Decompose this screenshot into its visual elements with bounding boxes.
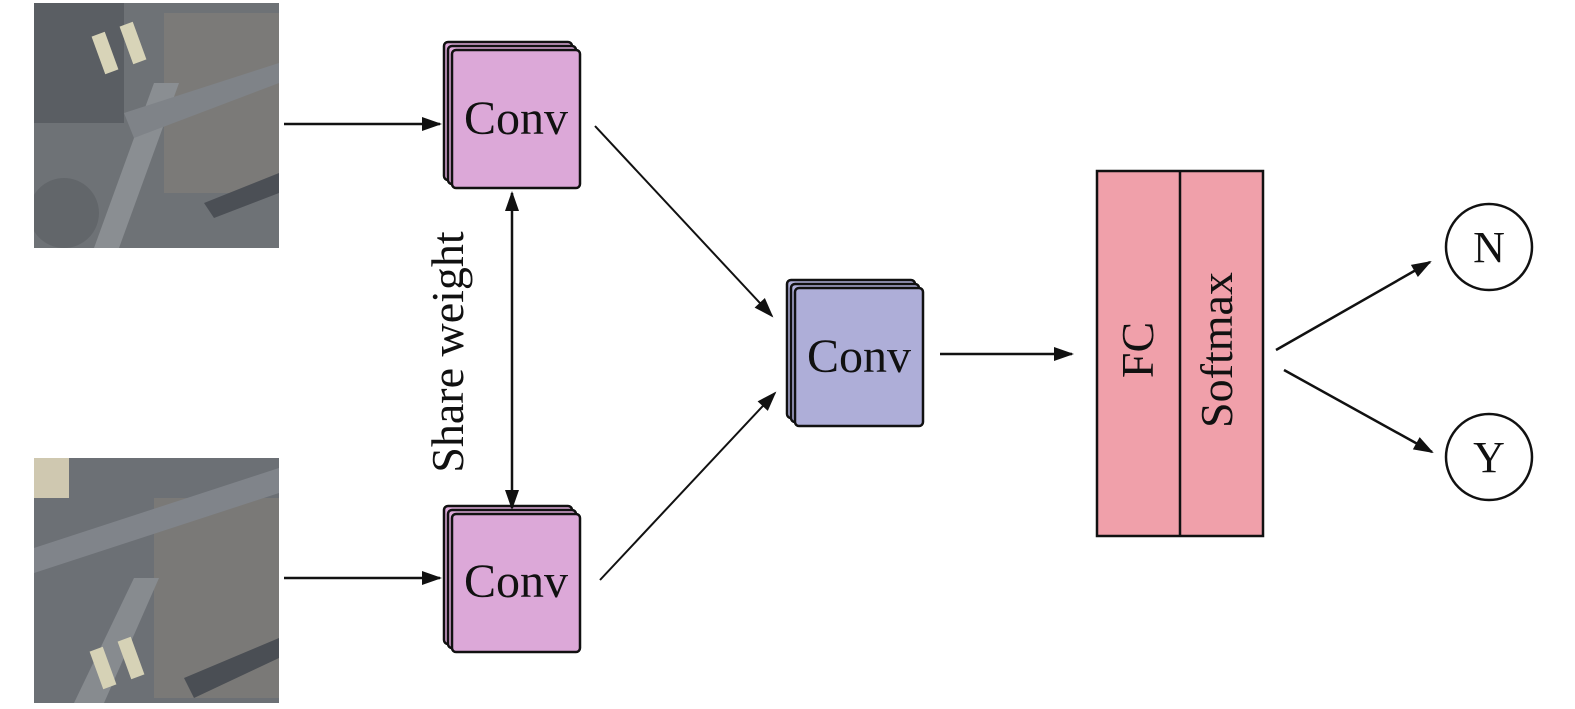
conv-merge-label: Conv: [807, 330, 911, 383]
input-image-bottom: [34, 458, 279, 703]
softmax-label: Softmax: [1191, 272, 1242, 428]
conv-merge-block: Conv: [785, 278, 925, 428]
conv-top-label: Conv: [464, 92, 568, 145]
output-node-n: N: [1444, 202, 1534, 292]
conv-bottom-block: Conv: [442, 504, 582, 654]
fc-label: FC: [1112, 322, 1163, 378]
output-y-label: Y: [1473, 433, 1505, 482]
conv-top-block: Conv: [442, 40, 582, 190]
arrow-to-n: [1275, 260, 1432, 352]
output-node-y: Y: [1444, 412, 1534, 502]
conv-bottom-label: Conv: [464, 555, 568, 608]
classifier-block: FC Softmax: [1095, 169, 1265, 538]
output-n-label: N: [1473, 223, 1505, 272]
share-weight-label: Share weight: [422, 231, 473, 473]
arrow-to-y: [1283, 368, 1434, 454]
arrow-bottom-to-merge: [599, 391, 777, 581]
input-image-top: [34, 3, 279, 248]
arrow-top-to-merge: [594, 125, 774, 318]
